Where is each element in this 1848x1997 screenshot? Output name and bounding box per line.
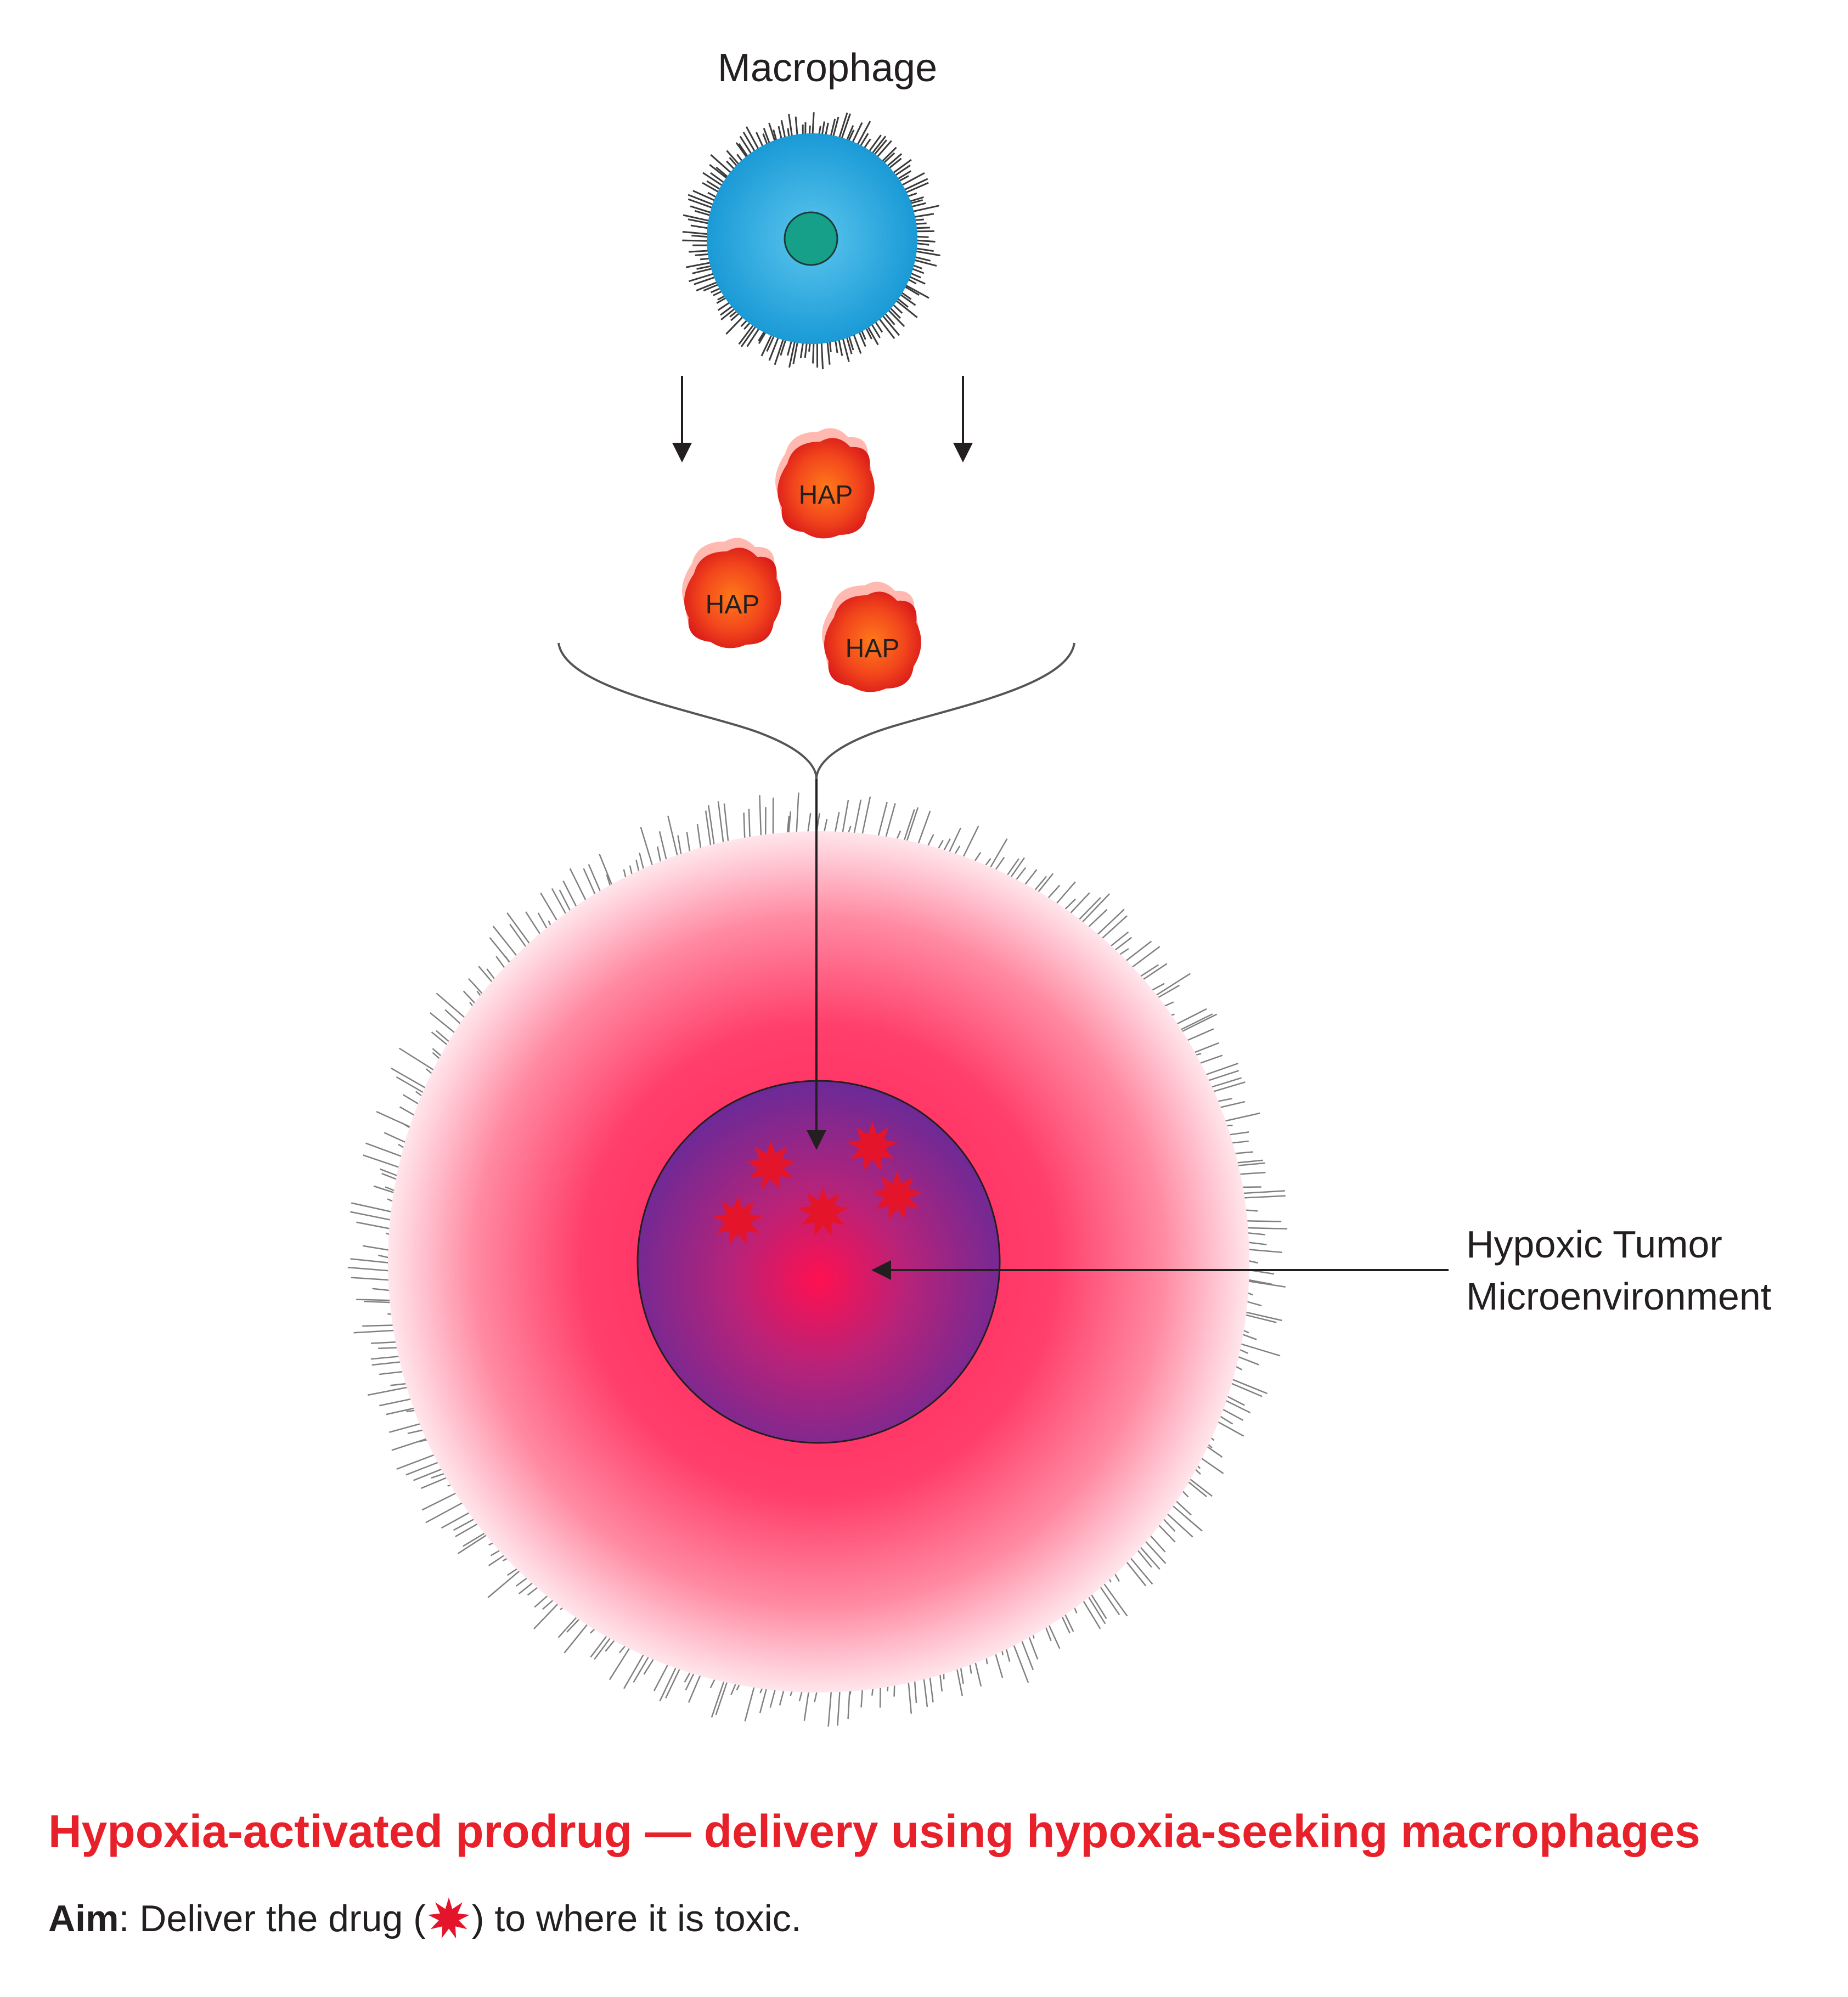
macrophage-label: Macrophage <box>718 46 937 90</box>
funnel-curve-left <box>557 642 818 780</box>
hap-label: HAP <box>846 634 900 663</box>
aim-text-after: ) to where it is toxic. <box>471 1898 802 1939</box>
drug-star-icon <box>713 1195 763 1245</box>
hypoxic-core <box>636 1080 1001 1444</box>
drug-star-icon <box>872 1171 922 1220</box>
macrophage-nucleus <box>784 211 838 266</box>
hap-prodrug: HAP <box>775 428 875 539</box>
funnel-curve-right <box>815 642 1075 780</box>
hap-label: HAP <box>799 481 853 510</box>
tumor-label-line1: Hypoxic Tumor <box>1466 1223 1722 1266</box>
drug-star-icon <box>746 1141 796 1190</box>
aim-prefix: Aim <box>48 1898 119 1939</box>
macrophage-cell <box>682 112 941 370</box>
figure-caption: Hypoxia-activated prodrug — delivery usi… <box>48 1806 1700 1857</box>
drug-star-icon <box>798 1187 848 1237</box>
aim-statement: Aim: Deliver the drug ( ) to where it is … <box>48 1896 1826 1942</box>
drug-star-icon <box>847 1121 898 1171</box>
drug-stars <box>713 1121 922 1245</box>
hap-prodrug: HAP <box>822 582 921 692</box>
drug-star-icon <box>427 1897 470 1939</box>
hap-prodrug: HAP <box>682 538 781 648</box>
macrophage-spikes <box>682 112 941 370</box>
hap-label: HAP <box>706 590 760 619</box>
tumor-mass <box>347 792 1288 1727</box>
aim-colon: : <box>119 1898 129 1939</box>
tumor-label-line2: Microenvironment <box>1466 1275 1771 1318</box>
aim-text-before: Deliver the drug ( <box>129 1898 426 1939</box>
